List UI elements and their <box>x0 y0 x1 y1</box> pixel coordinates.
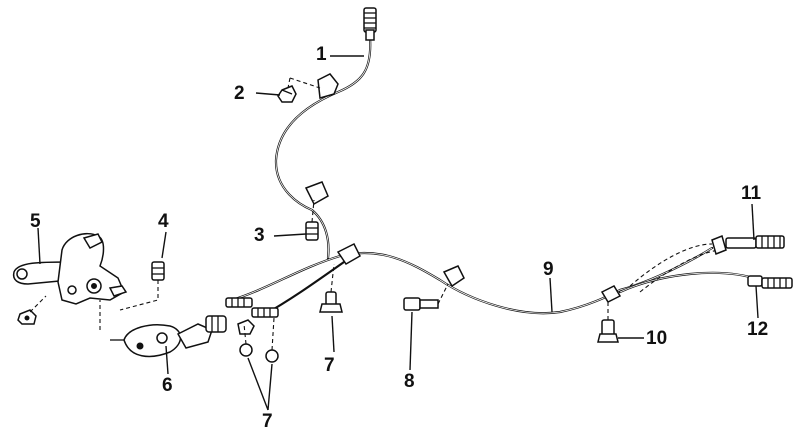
bolt-10 <box>597 300 619 343</box>
leader-lines <box>37 55 759 411</box>
callout-1: 1 <box>316 44 327 65</box>
callout-3: 3 <box>254 225 265 246</box>
callout-6: 6 <box>162 375 173 396</box>
callout-8: 8 <box>404 371 415 392</box>
callout-10: 10 <box>646 328 668 349</box>
callout-7-lower: 7 <box>262 411 273 432</box>
callout-12: 12 <box>747 319 769 340</box>
callout-9: 9 <box>543 259 554 280</box>
callout-11: 11 <box>741 183 762 204</box>
equalizer-6 <box>99 297 279 363</box>
front-cable <box>274 7 377 260</box>
bolt-3 <box>305 199 319 241</box>
callout-2: 2 <box>234 83 245 104</box>
callout-7-upper: 7 <box>324 355 335 376</box>
bolt-8 <box>403 283 449 311</box>
callout-4: 4 <box>158 211 169 232</box>
end-fitting-11 <box>711 234 785 256</box>
rear-cable-main <box>230 242 762 318</box>
bolt-7-upper <box>319 263 343 313</box>
callout-5: 5 <box>30 211 41 232</box>
bolt-4 <box>119 261 165 311</box>
parking-lever-5 <box>12 232 128 325</box>
end-fitting-12 <box>747 275 793 289</box>
bolt-2 <box>277 77 321 103</box>
